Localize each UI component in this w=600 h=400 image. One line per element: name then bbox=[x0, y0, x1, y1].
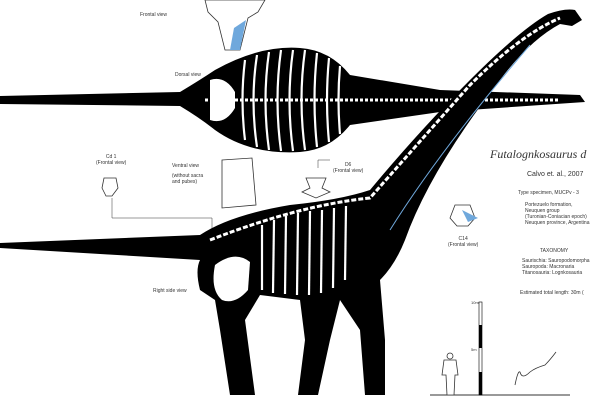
taxonomy-list: Saurischia: Sauropodomorpha Sauropoda: M… bbox=[522, 258, 590, 276]
scale-mid-label: 5m bbox=[471, 347, 477, 352]
taxonomy-line: Titanosauria: Lognkosauria bbox=[522, 270, 583, 276]
d6-vertebra bbox=[301, 177, 331, 199]
cd1-label: Cd 1(Frontal view) bbox=[96, 154, 126, 166]
dorsal-view-label: Dorsal view bbox=[175, 72, 201, 78]
formation-line: Neuquen group bbox=[525, 208, 560, 214]
ventral-vertebrae bbox=[221, 157, 257, 209]
formation-info: Portezuelo formation, Neuquen group (Tur… bbox=[525, 202, 590, 226]
species-title: Futalognkosaurus d bbox=[490, 147, 587, 161]
frontal-view-vertebra bbox=[204, 0, 266, 51]
taxonomy-heading: TAXONOMY bbox=[540, 248, 569, 254]
formation-line: Portezuelo formation, bbox=[525, 202, 573, 208]
ventral-sub2: and pubes) bbox=[172, 179, 198, 185]
c14-title: C14 bbox=[458, 236, 468, 242]
cd1-title: Cd 1 bbox=[105, 154, 117, 160]
right-side-view-label: Right side view bbox=[153, 288, 187, 294]
cd1-subtitle: (Frontal view) bbox=[96, 160, 127, 166]
taxonomy-line: Sauropoda: Macronaria bbox=[522, 264, 575, 270]
cd1-vertebra bbox=[101, 177, 119, 197]
dorsal-view-silhouette bbox=[0, 47, 585, 153]
d6-title: D6 bbox=[344, 162, 352, 168]
citation: Calvo et. al., 2007 bbox=[527, 171, 584, 178]
scale-bar bbox=[478, 301, 483, 396]
formation-line: Neuquen province, Argentina bbox=[525, 220, 590, 226]
ventral-title: Ventral view bbox=[172, 163, 199, 169]
frontal-view-label: Frontal view bbox=[140, 12, 167, 18]
d6-label: D6(Frontal view) bbox=[333, 162, 363, 174]
type-specimen: Type specimen, MUCPv - 3 bbox=[518, 190, 579, 196]
estimated-length: Estimated total length: 30m ( bbox=[520, 290, 584, 296]
human-scale-figure bbox=[441, 352, 459, 396]
scale-top-label: 10m bbox=[471, 300, 479, 305]
c14-subtitle: (Frontal view) bbox=[448, 242, 479, 248]
artist-signature bbox=[514, 351, 557, 386]
d6-subtitle: (Frontal view) bbox=[333, 168, 364, 174]
ventral-sub1: (without sacra bbox=[172, 173, 204, 179]
formation-line: (Turonian-Coniacian epoch) bbox=[525, 214, 587, 220]
right-side-view-silhouette bbox=[0, 9, 582, 395]
c14-label: C14(Frontal view) bbox=[448, 236, 478, 248]
taxonomy-line: Saurischia: Sauropodomorpha bbox=[522, 258, 590, 264]
